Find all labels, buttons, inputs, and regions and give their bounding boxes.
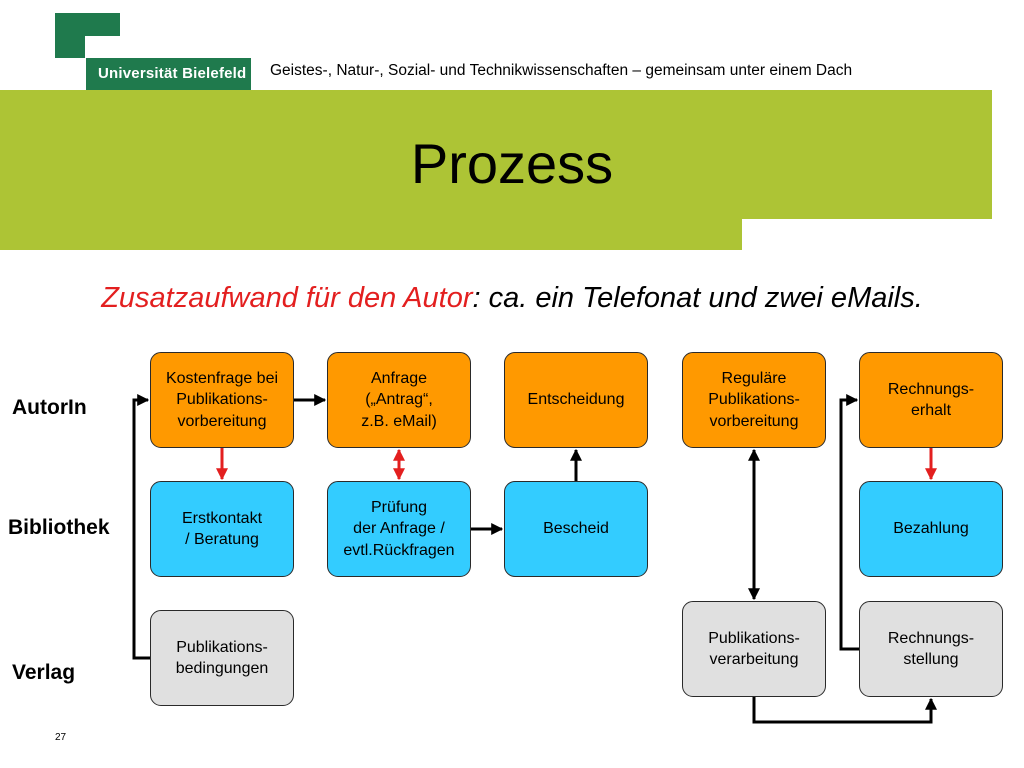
box-entscheidung: Entscheidung xyxy=(504,352,648,448)
university-logo: Universität Bielefeld xyxy=(86,58,251,90)
page-number: 27 xyxy=(55,732,67,743)
lane-label-verlag: Verlag xyxy=(12,661,76,684)
box-rechnungsstellung: Rechnungs- stellung xyxy=(859,601,1003,697)
box-bezahlung: Bezahlung xyxy=(859,481,1003,577)
title-band-lower xyxy=(0,219,742,250)
tagline: Geistes-, Natur-, Sozial- und Technikwis… xyxy=(270,62,853,79)
arrow-verarbeitung-to-stellung xyxy=(752,697,937,724)
lane-label-bibliothek: Bibliothek xyxy=(8,516,110,539)
box-kostenfrage: Kostenfrage bei Publikations- vorbereitu… xyxy=(150,352,294,448)
box-anfrage: Anfrage („Antrag“, z.B. eMail) xyxy=(327,352,471,448)
box-pruefung: Prüfung der Anfrage / evtl.Rückfragen xyxy=(327,481,471,577)
box-bescheid: Bescheid xyxy=(504,481,648,577)
box-regulaere-publikationsvorbereitung: Reguläre Publikations- vorbereitung xyxy=(682,352,826,448)
logo-block-middle xyxy=(55,36,85,58)
subtitle-highlight: Zusatzaufwand für den Autor xyxy=(101,282,473,314)
subtitle: Zusatzaufwand für den Autor: ca. ein Tel… xyxy=(0,282,1024,315)
title-band xyxy=(0,90,992,219)
page-title: Prozess xyxy=(410,132,614,195)
box-publikationsverarbeitung: Publikations- verarbeitung xyxy=(682,601,826,697)
box-rechnungserhalt: Rechnungs- erhalt xyxy=(859,352,1003,448)
arrow-bedingungen-to-kostenfrage xyxy=(132,394,150,660)
box-publikationsbedingungen: Publikations- bedingungen xyxy=(150,610,294,706)
arrow-stellung-to-erhalt xyxy=(839,394,859,651)
logo-block-top xyxy=(55,13,120,36)
subtitle-rest: : ca. ein Telefonat und zwei eMails. xyxy=(472,282,923,314)
box-erstkontakt: Erstkontakt / Beratung xyxy=(150,481,294,577)
lane-label-autor: AutorIn xyxy=(12,396,87,419)
